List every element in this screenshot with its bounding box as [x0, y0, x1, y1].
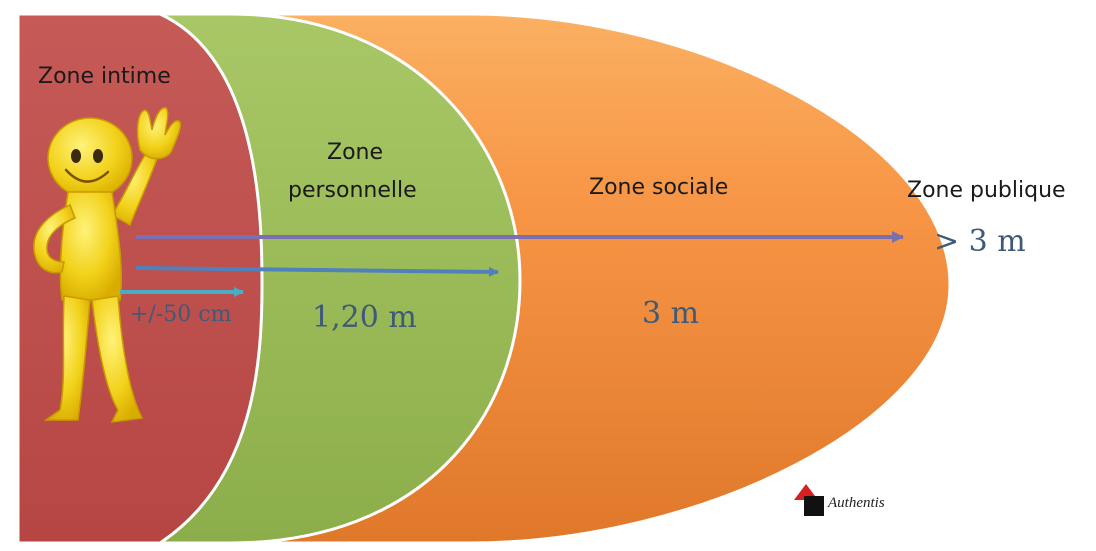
authentis-logo-icon [794, 484, 824, 516]
public-distance-label: > 3 m [934, 224, 1026, 259]
personal-zone-label-line1: Zone [327, 140, 384, 165]
social-distance-label: 3 m [642, 296, 700, 331]
figure-right-eye [93, 149, 103, 163]
public-zone-label: Zone publique [907, 178, 1066, 203]
intimate-zone-shape [16, 12, 264, 545]
waving-smiley-figure-icon [33, 107, 182, 423]
intimate-distance-label: +/-50 cm [130, 302, 232, 327]
social-distance-arrow [135, 266, 499, 277]
figure-left-eye [71, 149, 81, 163]
social-zone-label: Zone sociale [589, 175, 729, 200]
figure-smile [64, 168, 110, 183]
personal-distance-label: 1,20 m [312, 300, 417, 335]
authentis-logo-text: Authentis [828, 495, 885, 511]
personal-zone-label-line2: personnelle [288, 178, 417, 203]
intimate-zone-label: Zone intime [38, 64, 171, 89]
